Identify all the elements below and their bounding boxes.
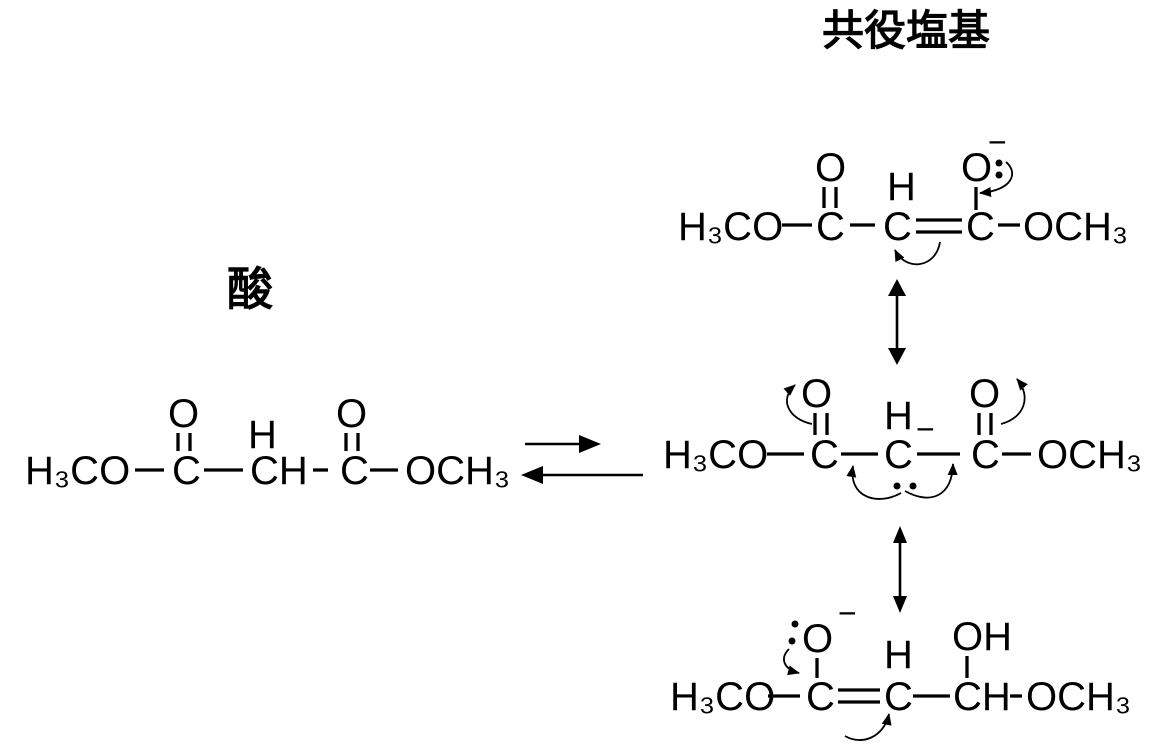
acid-structure: H₃CO C CH C OCH₃ O H O — [25, 392, 510, 493]
bot-curved-arrow-pi-bond — [844, 713, 892, 741]
top-methoxy-right: OCH₃ — [1023, 205, 1128, 249]
mid-lone-pair-dot-1 — [893, 482, 901, 490]
acid-label: 酸 — [227, 263, 274, 315]
mid-c3: C — [971, 433, 1000, 477]
mid-oxygen-right: O — [969, 372, 1000, 416]
bot-methoxy-left: H₃CO — [670, 675, 775, 719]
acid-oxygen-right: O — [336, 392, 367, 436]
top-lone-pair-dot-1 — [995, 159, 1003, 167]
bot-lone-pair-dot-1 — [791, 620, 799, 628]
top-methoxy-left: H₃CO — [678, 205, 783, 249]
conjugate-base-label: 共役塩基 — [822, 7, 990, 54]
resonance-arrow-2 — [893, 526, 907, 613]
acid-methoxy-right: OCH₃ — [405, 449, 510, 493]
mid-curved-arrow-carbonyl-right — [1000, 378, 1028, 425]
acid-carbonyl-c-left: C — [172, 449, 201, 493]
resonance-arrow-1-head-up — [888, 279, 906, 296]
top-curved-arrow-pi-bond — [894, 241, 941, 266]
equilibrium-arrows — [521, 435, 643, 484]
bot-minus-charge: − — [838, 595, 857, 631]
mid-curved-arrow-carbonyl-left — [783, 384, 813, 425]
mid-lone-pair-dot-2 — [909, 482, 917, 490]
top-c2: C — [883, 205, 912, 249]
bot-c2: C — [884, 675, 913, 719]
acid-central-h: H — [248, 413, 277, 457]
mid-methoxy-right: OCH₃ — [1037, 433, 1142, 477]
acid-methoxy-left: H₃CO — [25, 449, 130, 493]
top-minus-charge: − — [988, 124, 1007, 160]
conjugate-base-middle-structure: H₃CO C C C OCH₃ O H − O — [663, 372, 1142, 500]
bot-hydroxyl: OH — [952, 615, 1012, 659]
resonance-arrow-1-head-down — [888, 348, 906, 365]
acid-carbonyl-c-right: C — [340, 449, 369, 493]
conjugate-base-top-structure: H₃CO C C C OCH₃ O H O − — [678, 124, 1128, 266]
mid-h: H — [884, 394, 913, 438]
top-oxygen-left: O — [815, 146, 846, 190]
mid-curved-arrow-lone-pair-right — [904, 463, 958, 499]
mid-c2: C — [884, 433, 913, 477]
mid-minus-charge: − — [916, 411, 935, 447]
acid-central-ch: CH — [250, 449, 308, 493]
forward-arrow-head — [579, 435, 601, 453]
bot-h: H — [884, 633, 913, 677]
top-oxygen-minus: O — [961, 146, 992, 190]
mid-oxygen-left: O — [801, 372, 832, 416]
top-c3: C — [966, 205, 995, 249]
bot-methoxy-right: OCH₃ — [1026, 675, 1131, 719]
mid-methoxy-left: H₃CO — [663, 433, 768, 477]
bot-lone-pair-dot-2 — [788, 637, 796, 645]
acid-oxygen-left: O — [168, 392, 199, 436]
resonance-arrow-2-head-down — [893, 596, 907, 613]
reverse-arrow-head — [521, 466, 543, 484]
mid-c1: C — [810, 433, 839, 477]
top-c1: C — [816, 205, 845, 249]
mid-curved-arrow-lone-pair-left — [846, 465, 902, 500]
top-curved-arrow-lone-pair — [979, 161, 1014, 198]
bot-c1: C — [806, 675, 835, 719]
resonance-arrow-1 — [888, 279, 906, 365]
conjugate-base-bottom-structure: H₃CO C C CH OCH₃ O − H OH — [670, 595, 1131, 741]
top-lone-pair-dot-2 — [995, 171, 1003, 179]
bot-ch: CH — [953, 675, 1011, 719]
bot-curved-arrow-lone-pair — [783, 648, 800, 676]
bot-oxygen-minus: O — [802, 617, 833, 661]
top-h: H — [887, 165, 916, 209]
resonance-arrow-2-head-up — [893, 526, 907, 543]
